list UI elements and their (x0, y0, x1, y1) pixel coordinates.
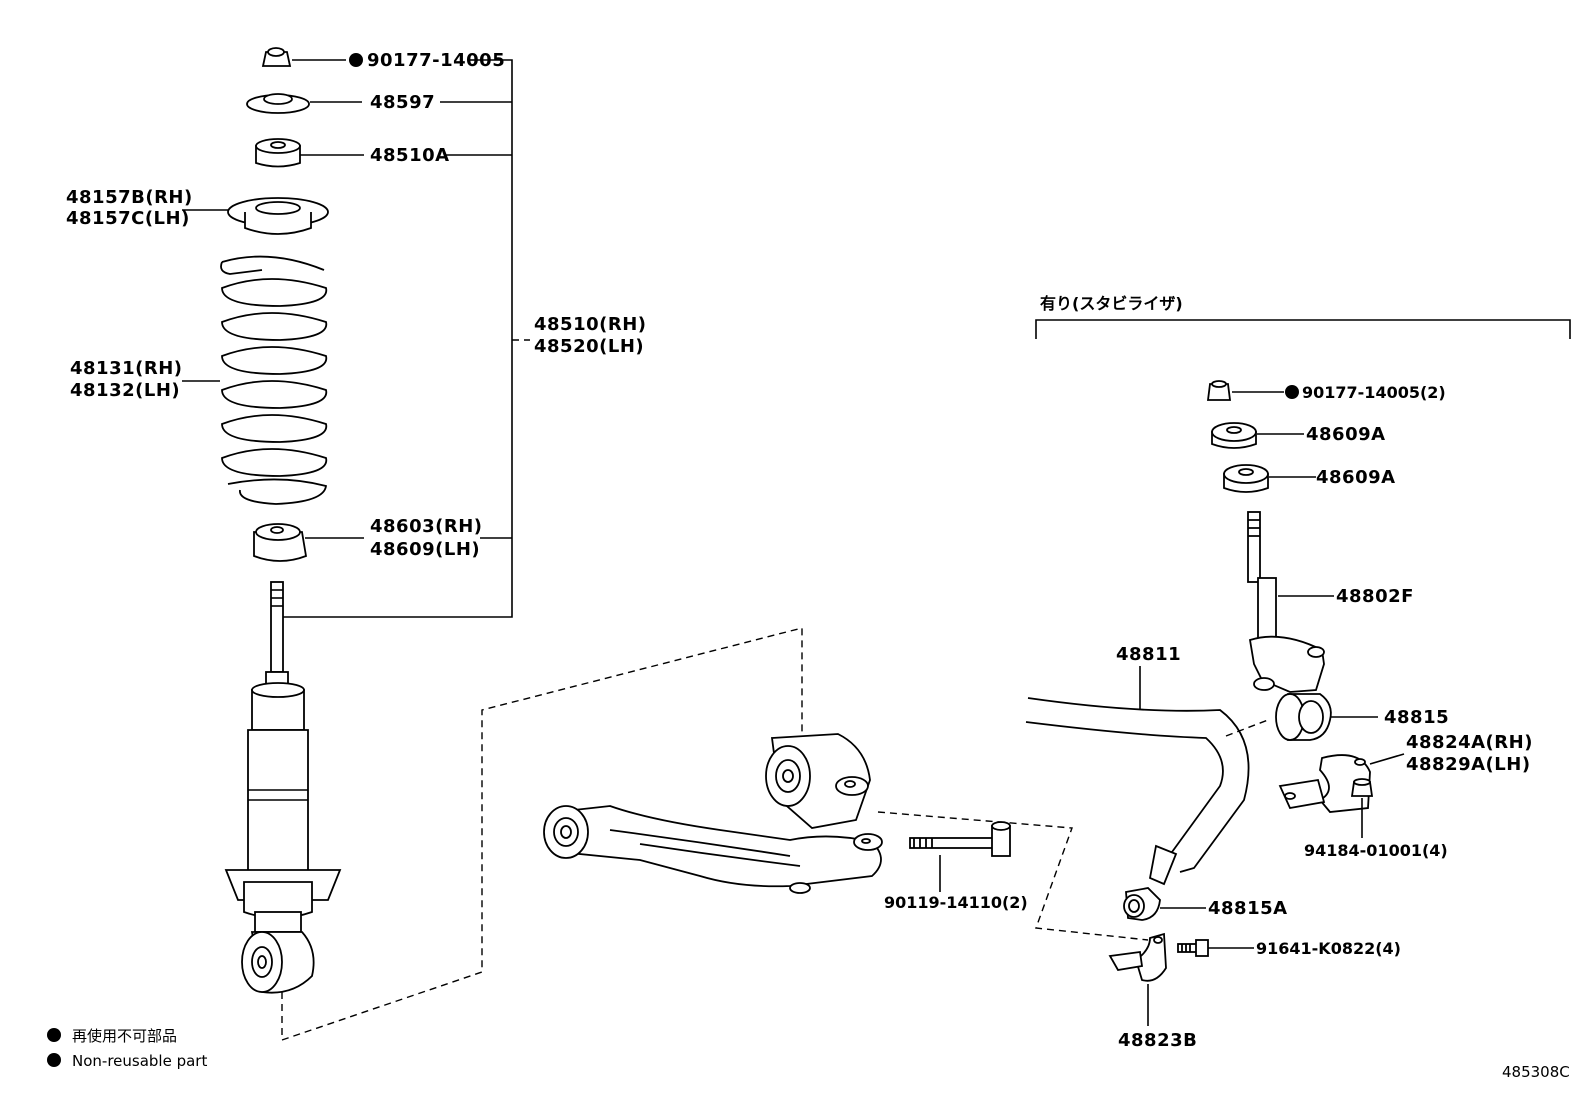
bar-bushing-part (1123, 887, 1206, 921)
stabilizer-link-part (1247, 511, 1334, 693)
diagram-id: 485308C (1502, 1063, 1570, 1081)
part-number-spring-seat-lh: 48157C(LH) (66, 208, 190, 229)
part-number-bar-bushing: 48815A (1208, 898, 1288, 919)
stabilizer-bracket-part (1278, 753, 1405, 813)
legend-marker-jp (47, 1028, 61, 1042)
part-number-spring-rh: 48131(RH) (70, 358, 183, 379)
assembly-bracket-line (282, 59, 513, 618)
guide-line-shock (281, 627, 803, 1041)
part-number-bracket-bolt: 91641-K0822(4) (1256, 939, 1401, 958)
bracket-nut-part (1350, 778, 1374, 838)
part-number-arm-bolt: 90119-14110(2) (884, 893, 1028, 912)
part-number-upper-bushing: 48510A (370, 145, 450, 166)
top-nut-part (261, 47, 346, 67)
part-number-spring-lh: 48132(LH) (70, 380, 180, 401)
stabilizer-cushion-lower-part (1223, 464, 1316, 493)
part-number-bracket-nut: 94184-01001(4) (1304, 841, 1448, 860)
part-number-stab-nut: 90177-14005(2) (1302, 383, 1446, 402)
stabilizer-bushing-part (1275, 693, 1378, 741)
guide-line-arm (877, 719, 1269, 941)
stabilizer-group-bracket (1035, 319, 1571, 339)
part-number-shock-lh: 48520(LH) (534, 336, 644, 357)
upper-bushing-part (255, 138, 364, 168)
bar-bracket-part (1108, 932, 1167, 1026)
stabilizer-cushion-upper-part (1211, 422, 1304, 449)
arm-bolt-part (909, 821, 1011, 892)
stabilizer-nut-part (1206, 380, 1284, 401)
part-number-bar-bracket: 48823B (1118, 1030, 1197, 1051)
shock-absorber-part (224, 581, 342, 994)
non-reusable-marker-stab (1285, 385, 1299, 399)
spring-seat-part (182, 197, 329, 235)
part-number-nut-top: 90177-14005 (367, 50, 505, 71)
stabilizer-group-label: 有り(スタビライザ) (1040, 294, 1183, 313)
legend-marker-en (47, 1053, 61, 1067)
lower-control-arm-part (543, 733, 883, 894)
part-number-stab-cushion-2: 48609A (1316, 467, 1396, 488)
legend-text-jp: 再使用不可部品 (72, 1027, 177, 1045)
part-number-stab-bushing: 48815 (1384, 707, 1449, 728)
part-number-stab-bar: 48811 (1116, 644, 1181, 665)
part-number-bumper-lh: 48609(LH) (370, 539, 480, 560)
part-number-bracket-rh: 48824A(RH) (1406, 732, 1533, 753)
part-number-washer: 48597 (370, 92, 435, 113)
part-number-stab-link: 48802F (1336, 586, 1414, 607)
part-number-spring-seat-rh: 48157B(RH) (66, 187, 193, 208)
legend-text-en: Non-reusable part (72, 1052, 207, 1070)
legend: 再使用不可部品 Non-reusable part (47, 1027, 207, 1070)
coil-spring-part (182, 255, 328, 505)
part-number-bracket-lh: 48829A(LH) (1406, 754, 1531, 775)
part-number-shock-rh: 48510(RH) (534, 314, 647, 335)
part-number-bumper-rh: 48603(RH) (370, 516, 483, 537)
bracket-bolt-part (1177, 939, 1254, 957)
part-number-stab-cushion-1: 48609A (1306, 424, 1386, 445)
non-reusable-marker (349, 53, 363, 67)
bound-bumper-part (253, 523, 364, 562)
stabilizer-bar-part (1025, 666, 1250, 886)
washer-part (246, 93, 362, 114)
